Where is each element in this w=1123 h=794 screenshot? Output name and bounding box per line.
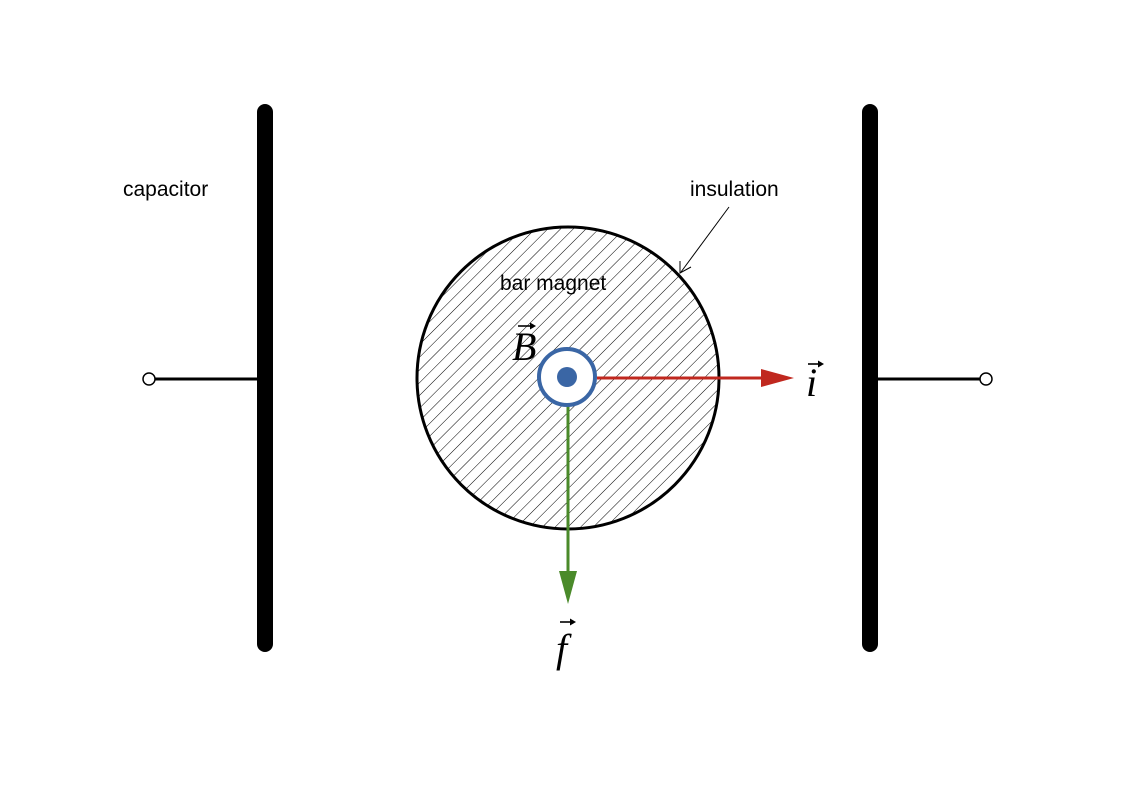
vector-i-label: i — [806, 360, 824, 405]
current-arrowhead — [761, 369, 794, 387]
circle-dot-icon — [537, 347, 597, 407]
left-terminal — [142, 372, 156, 386]
vector-i-symbol: i — [806, 360, 817, 405]
insulation-label: insulation — [690, 178, 779, 201]
insulation-leader-line — [680, 206, 730, 273]
vector-b-symbol: B — [512, 324, 536, 369]
capacitor-label: capacitor — [123, 178, 208, 201]
force-arrowhead — [559, 571, 577, 604]
insulation-leader-arrowhead — [679, 261, 692, 274]
vector-b-label: B — [512, 322, 536, 369]
vector-f-symbol: f — [556, 626, 572, 671]
bar-magnet-label: bar magnet — [500, 272, 606, 295]
vector-f-label: f — [556, 618, 576, 671]
right-terminal — [979, 372, 993, 386]
